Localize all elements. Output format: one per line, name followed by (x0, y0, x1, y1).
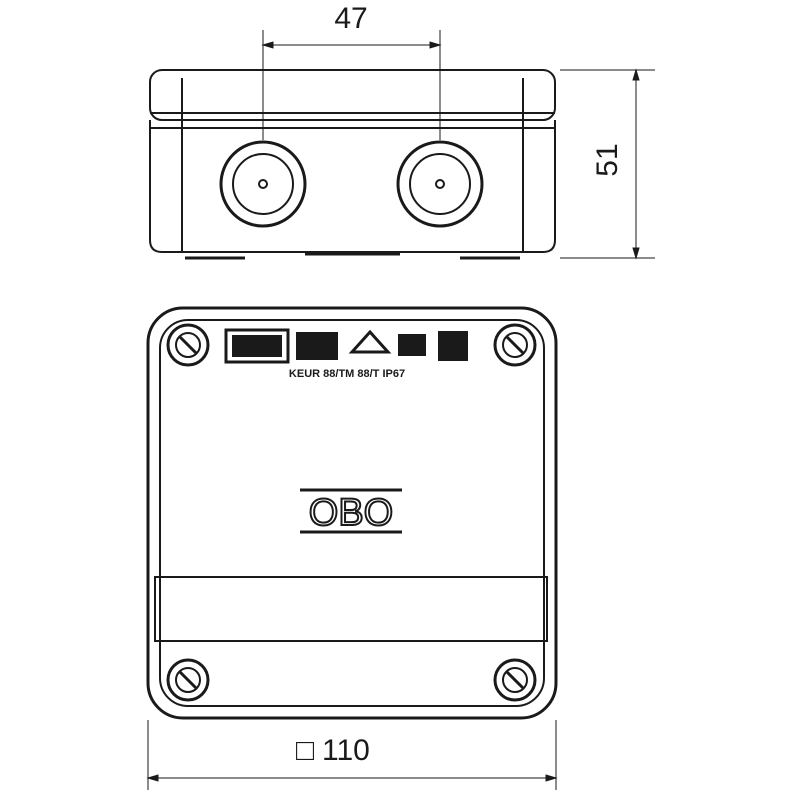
top-view (146, 306, 558, 720)
obo-logo (300, 488, 402, 534)
screw-top-right (493, 323, 537, 367)
lid-side (149, 69, 556, 121)
certification-label-text: KEUR 88/TM 88/T IP67 (289, 368, 405, 380)
dimension-label-110: 110 (322, 734, 370, 767)
dimension-110 (146, 720, 558, 790)
side-view (149, 69, 556, 260)
dimension-51 (560, 68, 655, 260)
square-symbol: □ (296, 734, 315, 767)
certification-label (224, 328, 468, 364)
cable-gland-right (396, 140, 484, 228)
screw-bottom-left (166, 658, 210, 702)
dimension-47 (261, 30, 442, 140)
screw-bottom-right (493, 658, 537, 702)
lid-outline (146, 306, 558, 720)
obo-logo-text: OBO (309, 492, 393, 534)
cable-gland-left (219, 140, 307, 228)
dimension-label-47: 47 (334, 2, 367, 35)
body-side (149, 120, 556, 253)
label-strip (154, 576, 548, 642)
dimension-label-51: 51 (591, 143, 624, 176)
screw-top-left (166, 323, 210, 367)
